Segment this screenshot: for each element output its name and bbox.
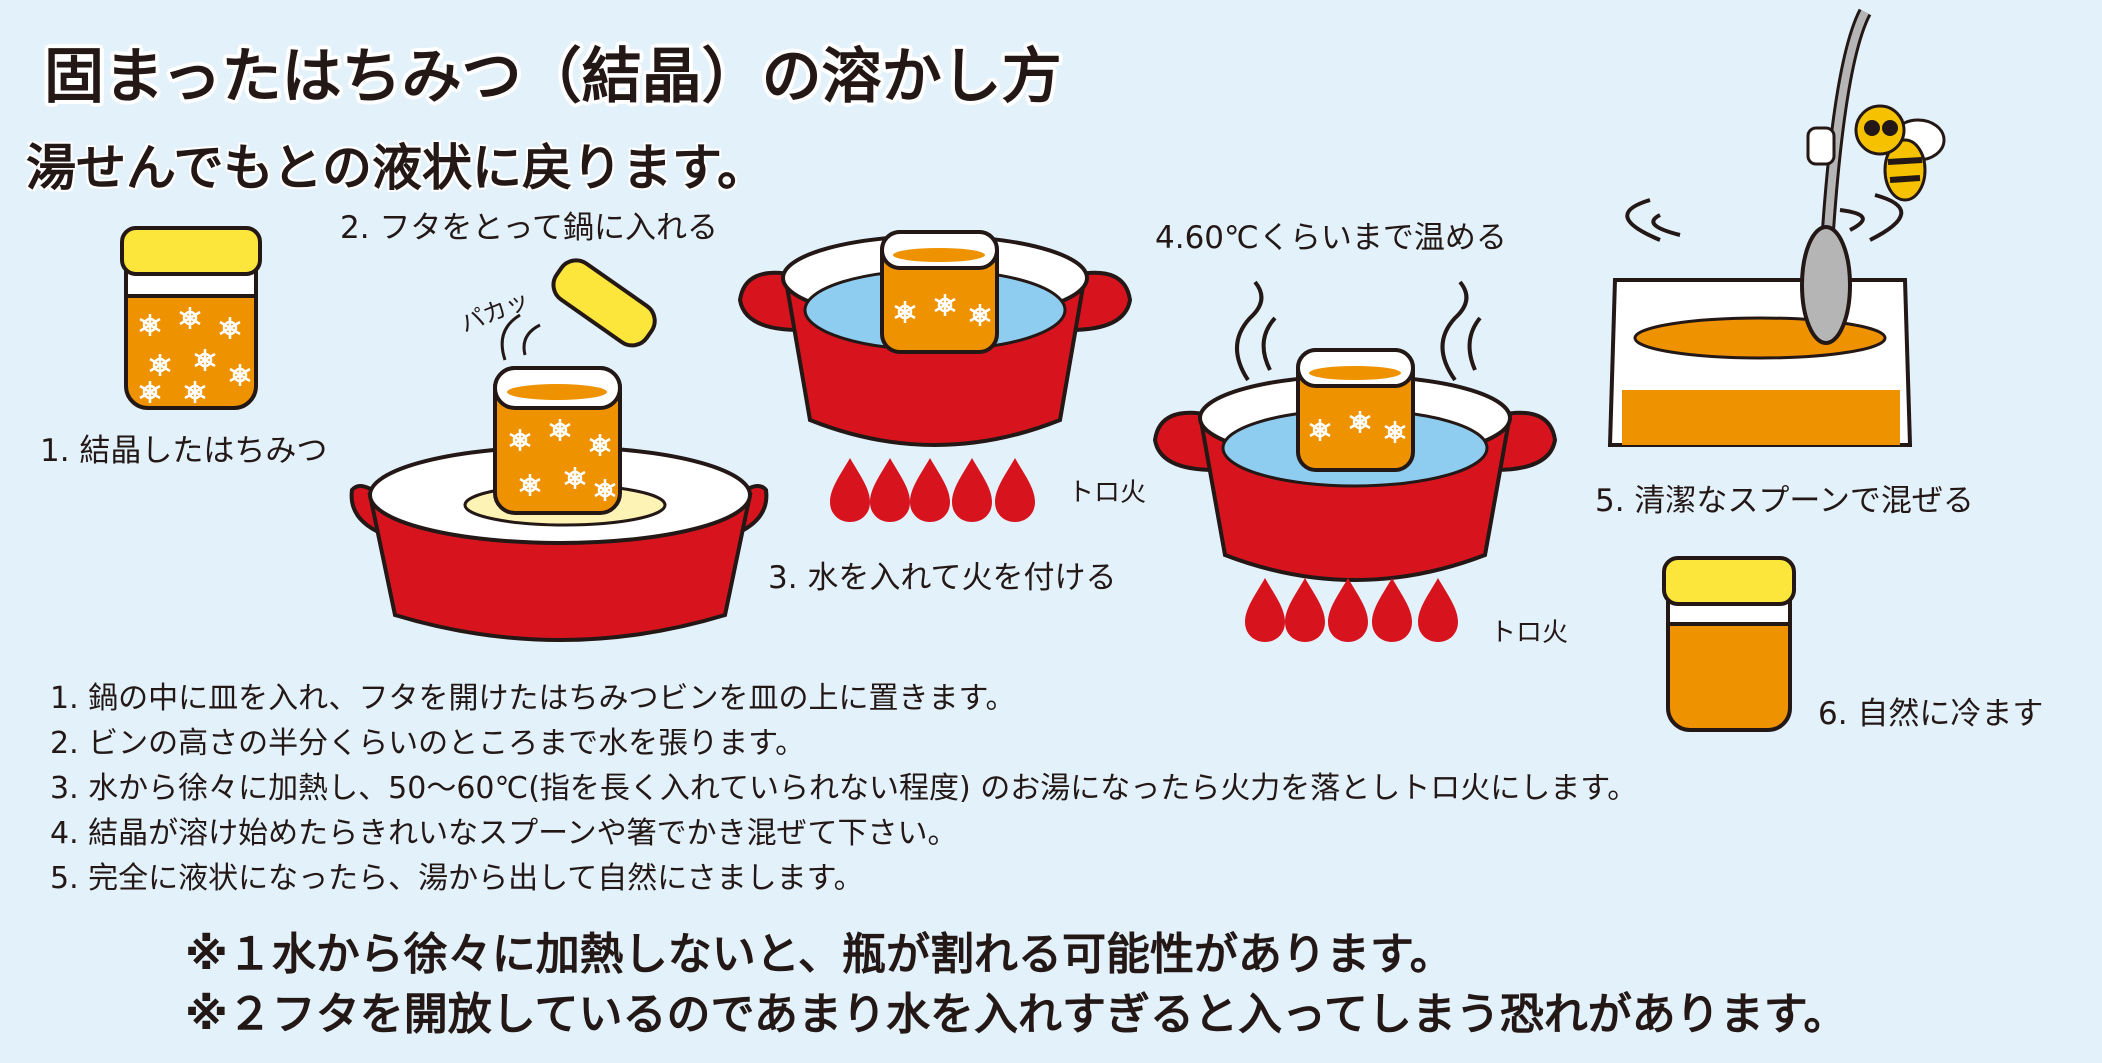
step2-caption: 2. フタをとって鍋に入れる <box>340 210 718 246</box>
step6-caption: 6. 自然に冷ます <box>1818 696 2044 732</box>
step2-pot <box>349 258 769 642</box>
caution-note: ※１水から徐々に加熱しないと、瓶が割れる可能性があります。 <box>185 929 1454 980</box>
bee-icon <box>1806 104 1946 202</box>
caution-note: ※２フタを開放しているのであまり水を入れすぎると入ってしまう恐れがあります。 <box>185 989 1848 1040</box>
step4-flame <box>1245 578 1458 642</box>
instruction-item: 4. 結晶が溶け始めたらきれいなスプーンや箸でかき混ぜて下さい。 <box>50 816 958 851</box>
instruction-list: 1. 鍋の中に皿を入れ、フタを開けたはちみつビンを皿の上に置きます。 2. ビン… <box>50 676 1637 901</box>
instruction-item: 1. 鍋の中に皿を入れ、フタを開けたはちみつビンを皿の上に置きます。 <box>50 681 1016 716</box>
instruction-item: 3. 水から徐々に加熱し、50～60℃(指を長く入れていられない程度) のお湯に… <box>50 771 1638 806</box>
step5-jar-stir <box>1607 193 1913 447</box>
fire-label-2: トロ火 <box>1490 618 1569 648</box>
instruction-item: 5. 完全に液状になったら、湯から出して自然にさまします。 <box>50 861 864 896</box>
fire-label-1: トロ火 <box>1068 478 1147 508</box>
step6-honey-jar <box>1662 556 1796 732</box>
step3-caption: 3. 水を入れて火を付ける <box>768 560 1117 596</box>
step5-caption: 5. 清潔なスプーンで混ぜる <box>1595 483 1974 519</box>
caution-notes: ※１水から徐々に加熱しないと、瓶が割れる可能性があります。 ※２フタを開放してい… <box>185 925 1847 1045</box>
step1-honey-jar <box>120 226 262 410</box>
step4-caption: 4.60℃くらいまで温める <box>1155 220 1507 256</box>
instruction-item: 2. ビンの高さの半分くらいのところまで水を張ります。 <box>50 726 806 761</box>
step3-flame <box>830 458 1035 522</box>
step4-pot <box>1152 280 1558 582</box>
step1-caption: 1. 結晶したはちみつ <box>40 433 328 469</box>
step3-pot <box>737 230 1133 447</box>
page-title: 固まったはちみつ（結晶）の溶かし方 <box>44 42 1062 112</box>
page-subtitle: 湯せんでもとの液状に戻ります。 <box>26 139 767 197</box>
spoon-icon <box>1800 8 1872 345</box>
